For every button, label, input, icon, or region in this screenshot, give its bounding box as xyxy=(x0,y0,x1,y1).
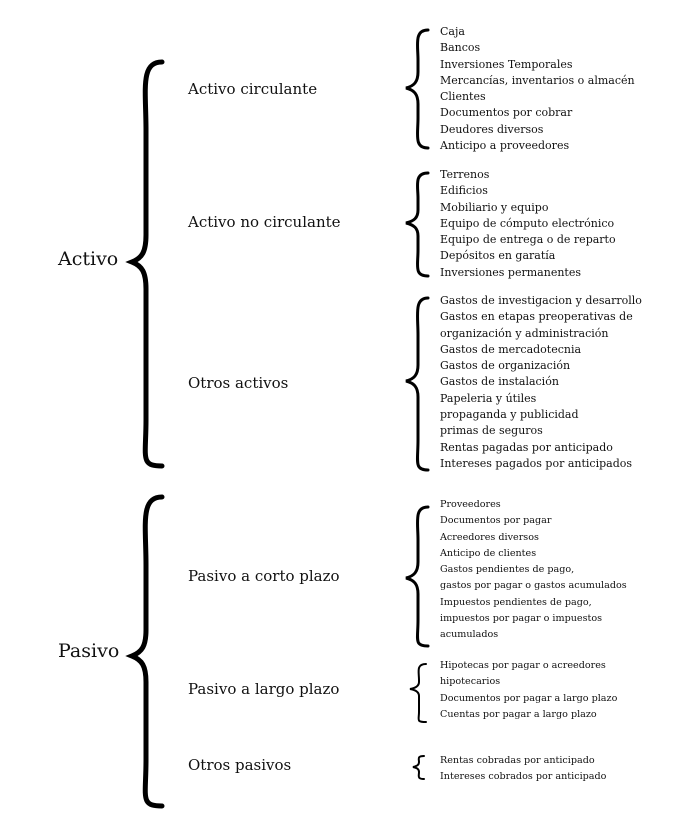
list-item: Documentos por pagar a largo plazo xyxy=(440,692,618,704)
list-item: Intereses pagados por anticipados xyxy=(440,456,633,470)
list-item: Equipo de cómputo electrónico xyxy=(440,216,615,230)
list-item: Anticipo de clientes xyxy=(440,547,537,559)
list-item: propaganda y publicidad xyxy=(440,408,579,422)
pasivo-label: Pasivo xyxy=(58,640,120,662)
list-item: Rentas pagadas por anticipado xyxy=(440,440,613,454)
list-item: Documentos por pagar xyxy=(440,515,552,527)
list-item: Caja xyxy=(440,25,465,38)
activo-circulante-list: Caja Bancos Inversiones Temporales Merca… xyxy=(440,24,635,154)
activo-brace xyxy=(125,59,165,469)
list-item: Clientes xyxy=(440,90,486,104)
list-item: Intereses cobrados por anticipado xyxy=(440,771,607,783)
list-item: hipotecarios xyxy=(440,676,501,688)
list-item: Gastos de instalación xyxy=(440,375,559,389)
activo-no-circulante-list: Terrenos Edificios Mobiliario y equipo E… xyxy=(440,167,616,281)
otros-activos-list: Gastos de investigacion y desarrollo Gas… xyxy=(440,293,642,472)
list-item: Gastos de organización xyxy=(440,359,571,373)
list-item: Mercancías, inventarios o almacén xyxy=(440,73,635,87)
list-item: Anticipo a proveedores xyxy=(440,139,570,153)
list-item: organización y administración xyxy=(440,326,609,340)
otros-pasivos-list: Rentas cobradas por anticipado Intereses… xyxy=(440,753,606,786)
list-item: Gastos de mercadotecnia xyxy=(440,342,582,356)
pasivo-corto-plazo-label: Pasivo a corto plazo xyxy=(188,567,340,585)
list-item: Hipotecas por pagar o acreedores xyxy=(440,660,606,671)
list-item: Inversiones Temporales xyxy=(440,57,573,71)
list-item: Documentos por cobrar xyxy=(440,106,573,120)
list-item: Proveedores xyxy=(440,499,501,510)
activo-circulante-brace xyxy=(405,28,430,150)
list-item: Depósitos en garatía xyxy=(440,249,556,263)
list-item: Bancos xyxy=(440,41,481,55)
pasivo-brace xyxy=(125,494,165,809)
list-item: Acreedores diversos xyxy=(440,531,539,543)
list-item: acumulados xyxy=(440,629,499,641)
list-item: Gastos pendientes de pago, xyxy=(440,564,575,576)
pasivo-corto-plazo-brace xyxy=(405,505,430,648)
activo-label: Activo xyxy=(58,248,119,270)
otros-activos-label: Otros activos xyxy=(188,374,289,392)
pasivo-largo-plazo-list: Hipotecas por pagar o acreedores hipotec… xyxy=(440,658,617,723)
list-item: Deudores diversos xyxy=(440,122,544,136)
list-item: impuestos por pagar o impuestos xyxy=(440,613,603,625)
activo-no-circulante-brace xyxy=(405,171,430,278)
list-item: Rentas cobradas por anticipado xyxy=(440,755,595,766)
otros-activos-brace xyxy=(405,296,430,472)
list-item: Terrenos xyxy=(440,168,490,181)
list-item: Gastos de investigacion y desarrollo xyxy=(440,294,642,307)
activo-no-circulante-label: Activo no circulante xyxy=(188,213,341,231)
list-item: Inversiones permanentes xyxy=(440,265,581,279)
list-item: Cuentas por pagar a largo plazo xyxy=(440,708,597,720)
list-item: Equipo de entrega o de reparto xyxy=(440,233,616,247)
list-item: Impuestos pendientes de pago, xyxy=(440,596,592,608)
list-item: Mobiliario y equipo xyxy=(440,200,549,214)
otros-pasivos-brace xyxy=(412,755,425,780)
pasivo-corto-plazo-list: Proveedores Documentos por pagar Acreedo… xyxy=(440,497,627,644)
activo-circulante-label: Activo circulante xyxy=(188,80,318,98)
list-item: Edificios xyxy=(440,184,488,198)
pasivo-largo-plazo-brace xyxy=(409,663,427,723)
list-item: Papeleria y útiles xyxy=(440,391,537,405)
list-item: gastos por pagar o gastos acumulados xyxy=(440,580,627,592)
list-item: primas de seguros xyxy=(440,424,543,438)
otros-pasivos-label: Otros pasivos xyxy=(188,756,292,774)
list-item: Gastos en etapas preoperativas de xyxy=(440,310,633,324)
pasivo-largo-plazo-label: Pasivo a largo plazo xyxy=(188,680,340,698)
